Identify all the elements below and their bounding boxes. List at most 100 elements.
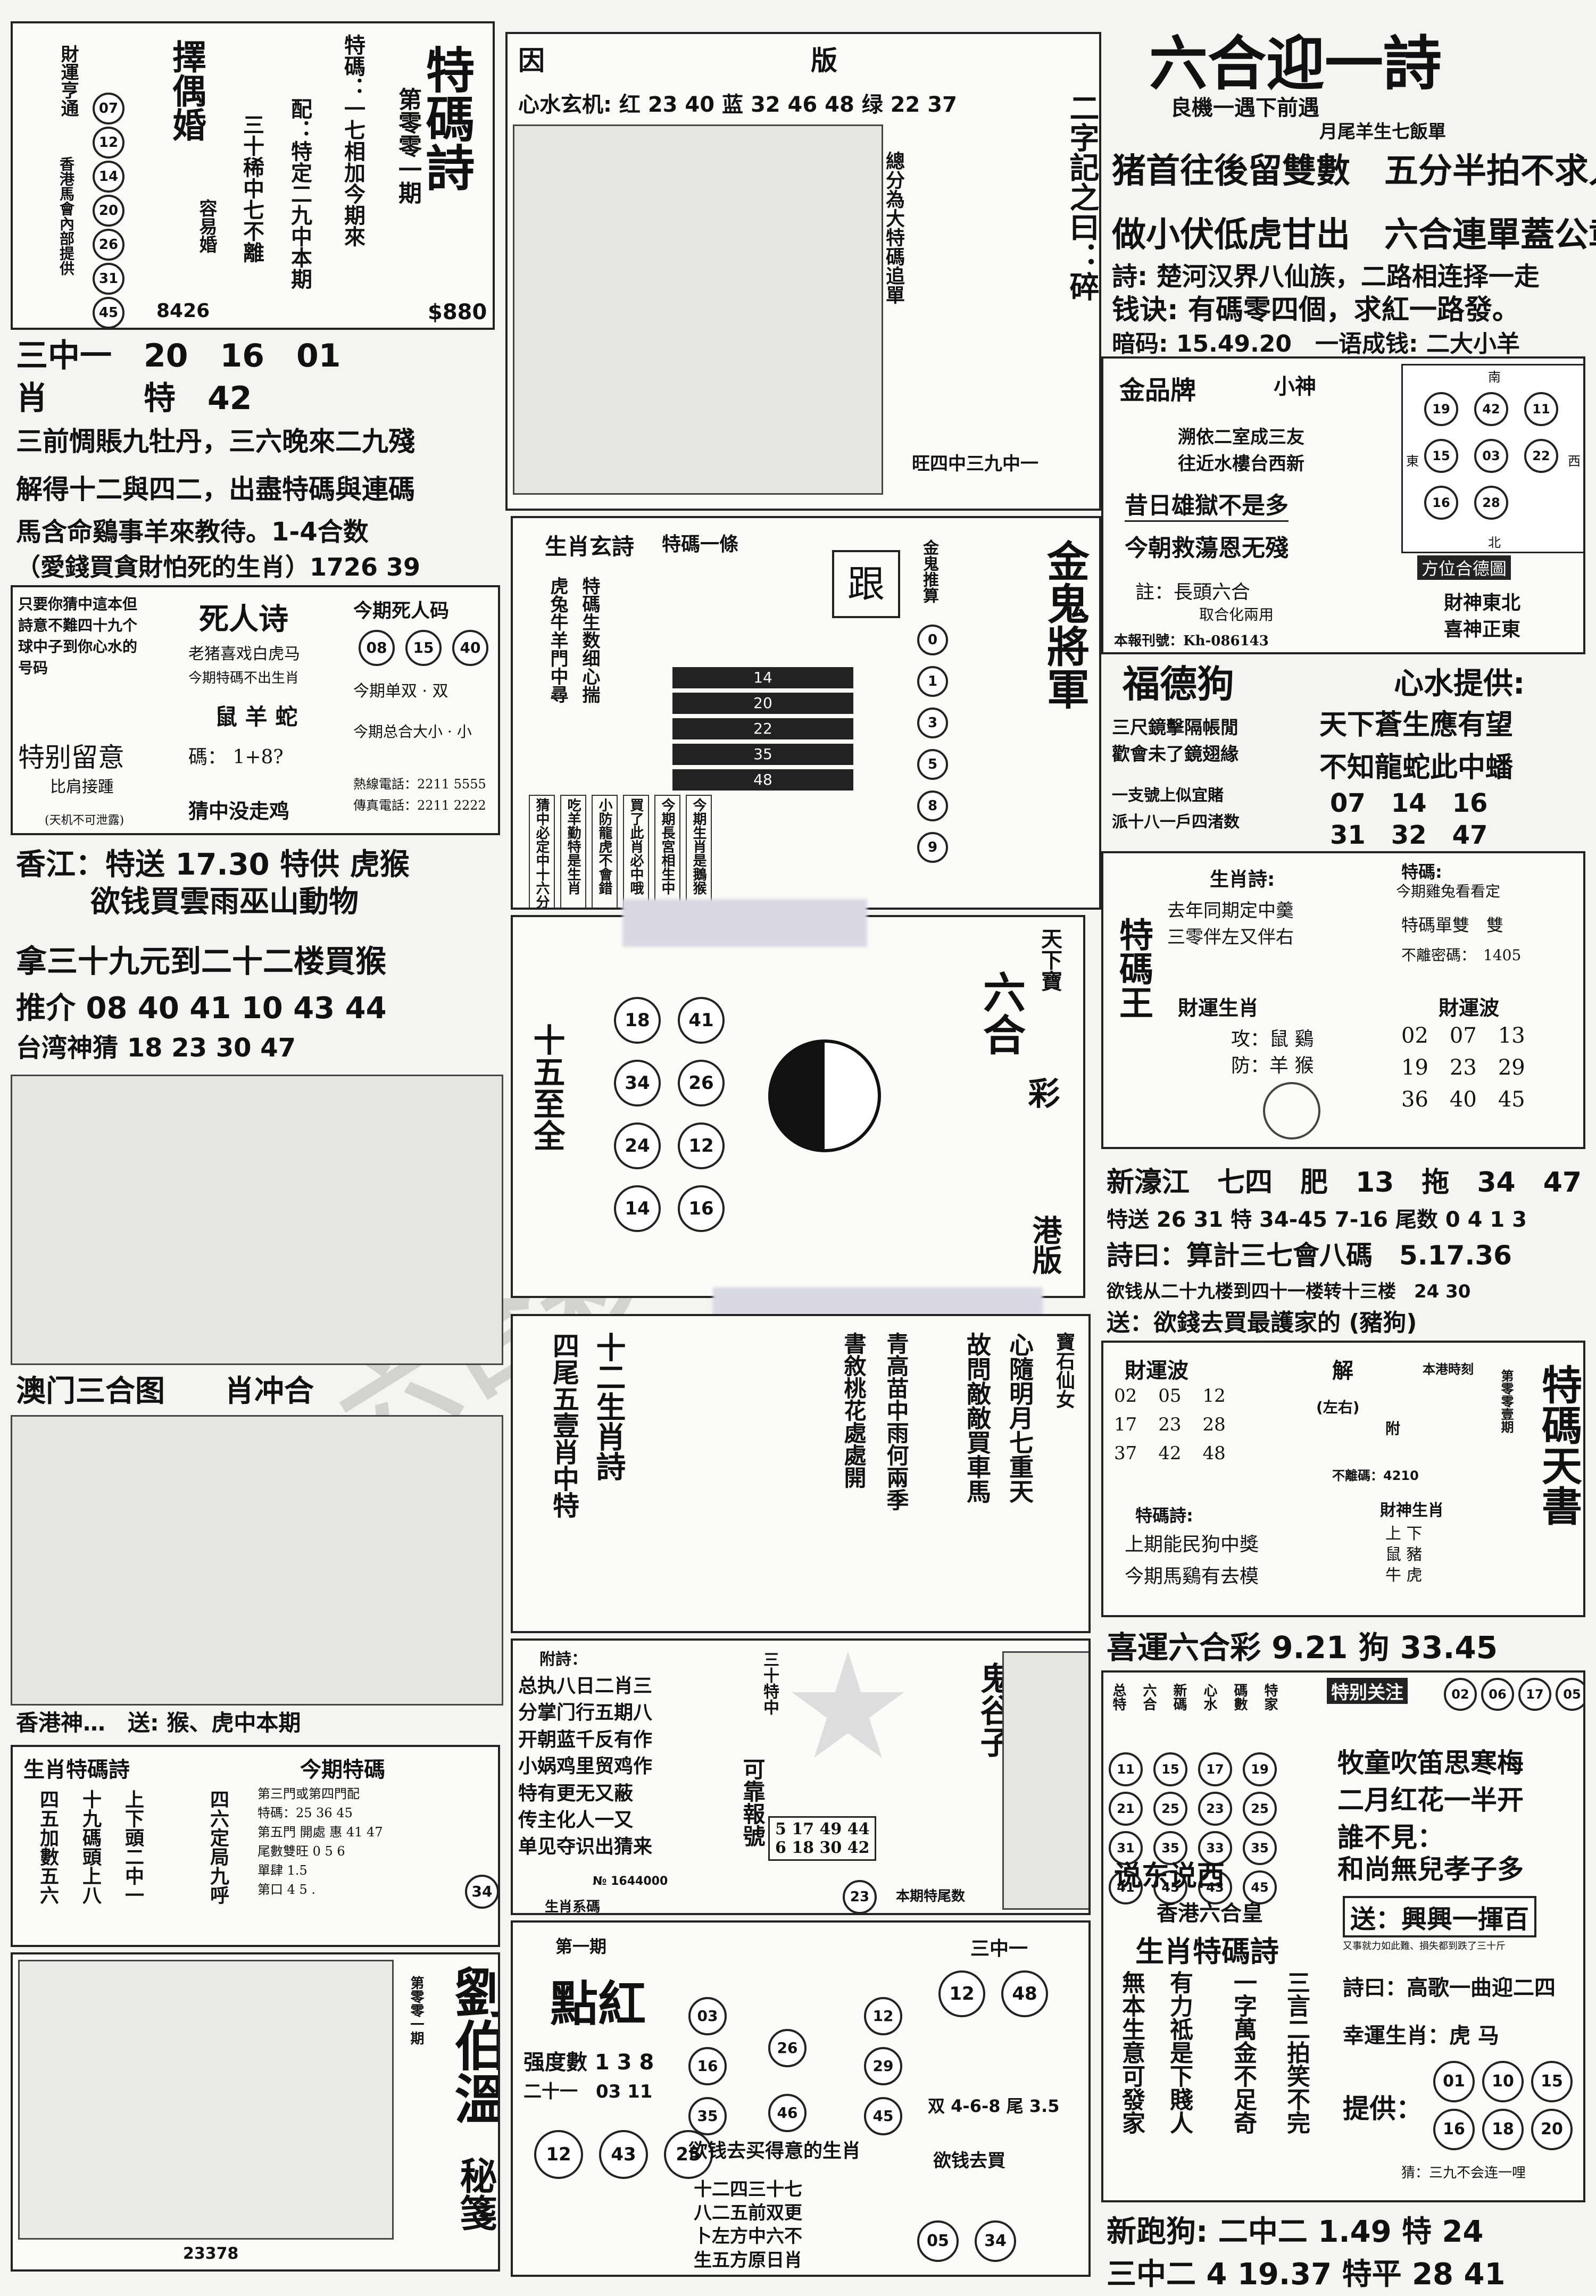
xuanshi-sub: 特碼一條 [662, 533, 739, 555]
gold-digit: 1 [917, 666, 948, 697]
left-caption: 財運亨通 [57, 45, 79, 117]
seal-icon [1263, 1082, 1320, 1139]
compass-ball: 11 [1524, 392, 1558, 426]
special-ball: 06 [1481, 1678, 1514, 1711]
dead-line-5: 猜中没走鸡 [188, 799, 290, 823]
liuhe-ball: 18 [614, 997, 661, 1044]
grid-ball: 45 [1153, 1870, 1187, 1904]
compass-ball: 28 [1474, 486, 1508, 520]
ts-code-tbl: 本港時刻 [1423, 1362, 1474, 1377]
fish-ball: 16 [688, 2047, 727, 2085]
grid-number: 36 [1401, 1087, 1428, 1112]
hand-verse-a: 三前惆賬九牡丹，三六晚來二九殘 [16, 426, 415, 457]
grid-number: 37 [1114, 1443, 1137, 1464]
dead-code-ball: 15 [405, 630, 442, 666]
rb-poem-3: 誰不見： [1337, 1821, 1444, 1853]
sx-right-text: 第三門或第四門配 特碼：25 36 45 第五門 開處 惠 41 47 尾數雙旺… [257, 1786, 383, 1897]
liuhe-title: 六合 [976, 970, 1026, 1055]
dead-line-1: 老猪喜戏白虎马 [188, 645, 300, 663]
macau-line: 澳门三合图 肖冲合 [16, 1374, 314, 1409]
xuanshi-column: 吃羊勤特是生肖 [560, 795, 586, 908]
liuhe-ball: 24 [614, 1122, 661, 1169]
jp-god-1: 財神東北 [1444, 592, 1521, 614]
grid-row: 20 [672, 693, 853, 714]
rb-send-poem: 詩曰：高歌一曲迎二四 [1343, 1975, 1556, 2000]
tema-ball: 31 [93, 263, 124, 295]
dead-poem-title: 死人诗 [199, 602, 288, 637]
grid-ball: 41 [1109, 1870, 1143, 1904]
cb-vertical-2: 三十特中 [760, 1651, 779, 1715]
compass-south: 南 [1488, 370, 1501, 385]
header-cell: 特家 [1262, 1683, 1278, 1711]
fude-provide: 心水提供: [1394, 667, 1525, 701]
fude-left-3: 一支號上似宜賭 [1112, 786, 1224, 805]
word-title: 二字記之曰：碎 [1065, 93, 1100, 301]
provide-ball: 10 [1482, 2061, 1524, 2102]
tw-title: 特碼王 [1113, 917, 1153, 1019]
tw-bo-title: 財運波 [1439, 996, 1500, 1020]
compass-ball: 19 [1424, 392, 1458, 426]
rt-sub-2: 月尾羊生七飯單 [1319, 121, 1446, 143]
rt-line-4: 钱诀: 有碼零四個，求紅一路發。 [1112, 294, 1520, 326]
grid-ball: 11 [1109, 1752, 1143, 1786]
illustration-fisher [11, 1415, 503, 1706]
gold-label: 金鬼推算 [920, 539, 938, 603]
phone-1: 熱線電話：2211 5555 [353, 777, 486, 792]
tw-sx-title: 生肖詩: [1210, 869, 1275, 891]
xj-line-5: 送：欲錢去買最護家的 (豬狗) [1107, 1309, 1417, 1336]
tema-ball: 20 [93, 195, 124, 227]
grid-ball: 21 [1109, 1792, 1143, 1826]
header-cell: 新碼 [1171, 1683, 1187, 1711]
grid-number: 05 [1158, 1385, 1182, 1407]
grid-ball: 23 [1198, 1792, 1232, 1826]
dh-right-ball: 12 [938, 1970, 985, 2017]
grid-ball: 25 [1243, 1792, 1277, 1826]
liuhe-left-title: 十五至全 [528, 1024, 565, 1151]
xuanshi-column: 小防龍虎不會錯 [592, 795, 618, 908]
yin-yang-icon [768, 1039, 881, 1152]
dh-nums: 二十一 03 11 [523, 2081, 653, 2102]
fude-left-2: 歡會未了鏡翅緣 [1112, 744, 1238, 765]
rb-send-sub: 又事就力如此難、損失都到跌了三十斤 [1343, 1941, 1506, 1952]
fish-ball: 46 [768, 2094, 807, 2132]
dead-poem-panel: 只要你猜中這本但詩意不難四十九个球中子到你心水的号码 死人诗 老猪喜戏白虎马 今… [11, 585, 500, 835]
grid-ball: 43 [1198, 1870, 1232, 1904]
xuanshi-column: 今期生肖是鵝猴 [686, 795, 712, 908]
grid-number: 02 [1114, 1385, 1137, 1407]
liuhe-ball: 41 [678, 997, 725, 1044]
special-note: (天机不可泄露) [45, 814, 124, 827]
ts-code: 不離碼：4210 [1332, 1468, 1419, 1483]
xj-line-2: 特送 26 31 特 34-45 7-16 尾数 0 4 1 3 [1107, 1208, 1527, 1232]
cb-tail: 本期特尾数 [896, 1889, 966, 1904]
fude-nums-a: 07 14 16 [1330, 788, 1488, 818]
liuhe-bottom: 港版 [1027, 1215, 1062, 1275]
rb-special-title: 特别关注 [1327, 1678, 1408, 1704]
center-vertical-col: 總分為大特碼追單 [883, 151, 905, 304]
sx-col-1: 四五加數五六 [37, 1790, 59, 1904]
grid-number: 23 [1158, 1414, 1182, 1435]
special-ball: 17 [1518, 1678, 1551, 1711]
odd-even: 今期单双 · 双 [353, 682, 448, 701]
fish-ball: 03 [688, 1997, 727, 2035]
tema-ball: 14 [93, 161, 124, 193]
tema-ball: 07 [93, 93, 124, 124]
ts-title: 特碼天書 [1535, 1364, 1582, 1526]
center-poem-col-b: 故問敵敵買車馬 [963, 1332, 992, 1503]
gold-general-title: 金鬼將軍 [1040, 539, 1090, 710]
grid-ball: 25 [1153, 1792, 1187, 1826]
hand-line-1: 三中一 20 16 01 [16, 337, 341, 375]
xj-line-1: 新濠江 七四 肥 13 拖 34 47 [1107, 1167, 1582, 1199]
